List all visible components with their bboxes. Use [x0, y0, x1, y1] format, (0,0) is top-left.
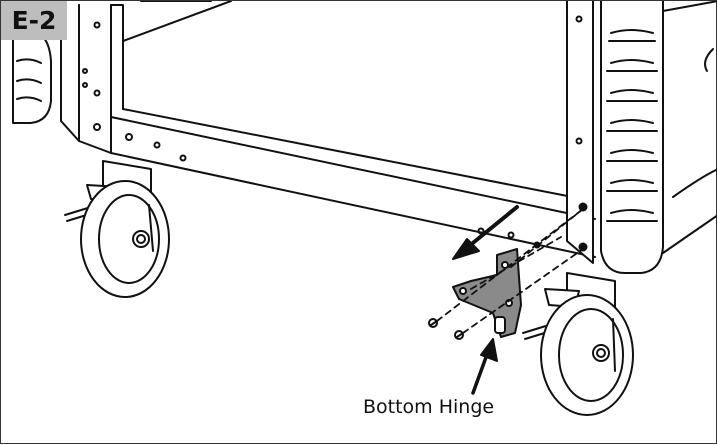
- direction-arrow: [452, 205, 519, 260]
- right-caster: [522, 272, 634, 416]
- bottom-hinge-bracket: [452, 248, 522, 338]
- bottom-shelf: [110, 108, 596, 258]
- right-cabinet-frame: [566, 1, 717, 274]
- alignment-lines: [436, 208, 584, 334]
- step-badge: E-2: [1, 1, 67, 40]
- callout-label-bottom-hinge: Bottom Hinge: [363, 396, 495, 418]
- callout-arrow: [471, 338, 498, 395]
- left-caster: [64, 160, 170, 298]
- hinge-screws: [428, 318, 464, 340]
